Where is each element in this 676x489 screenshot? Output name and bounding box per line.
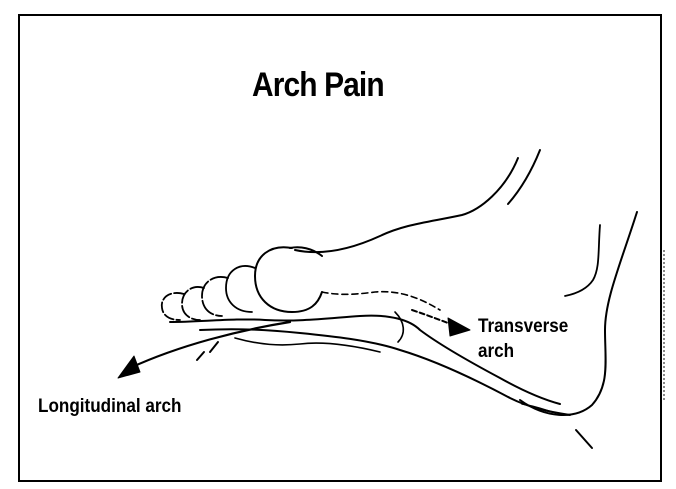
sole-heel-line (522, 404, 552, 412)
heel-dash (576, 430, 592, 448)
toe-3 (202, 277, 228, 316)
leg-front-lower (508, 150, 540, 204)
forefoot-top (322, 292, 440, 310)
leg-front-outline (295, 158, 518, 252)
transverse-arch-label-line1: Transverse (478, 316, 568, 338)
toe-5 (162, 293, 184, 320)
toe-4 (182, 287, 204, 320)
scan-edge-dots (663, 250, 669, 400)
sole-dash-1 (210, 342, 218, 352)
big-toe (255, 247, 322, 312)
longitudinal-arrowhead (118, 356, 140, 378)
longitudinal-arch-label: Longitudinal arch (38, 396, 181, 418)
sole-dash-2 (197, 352, 204, 360)
heel-outline (520, 212, 637, 415)
transverse-arrowhead (448, 318, 470, 336)
toe-2 (226, 266, 255, 312)
sole-fold (395, 312, 403, 342)
ankle-inner-curve (565, 225, 600, 296)
transverse-arch-label-line2: arch (478, 341, 514, 363)
